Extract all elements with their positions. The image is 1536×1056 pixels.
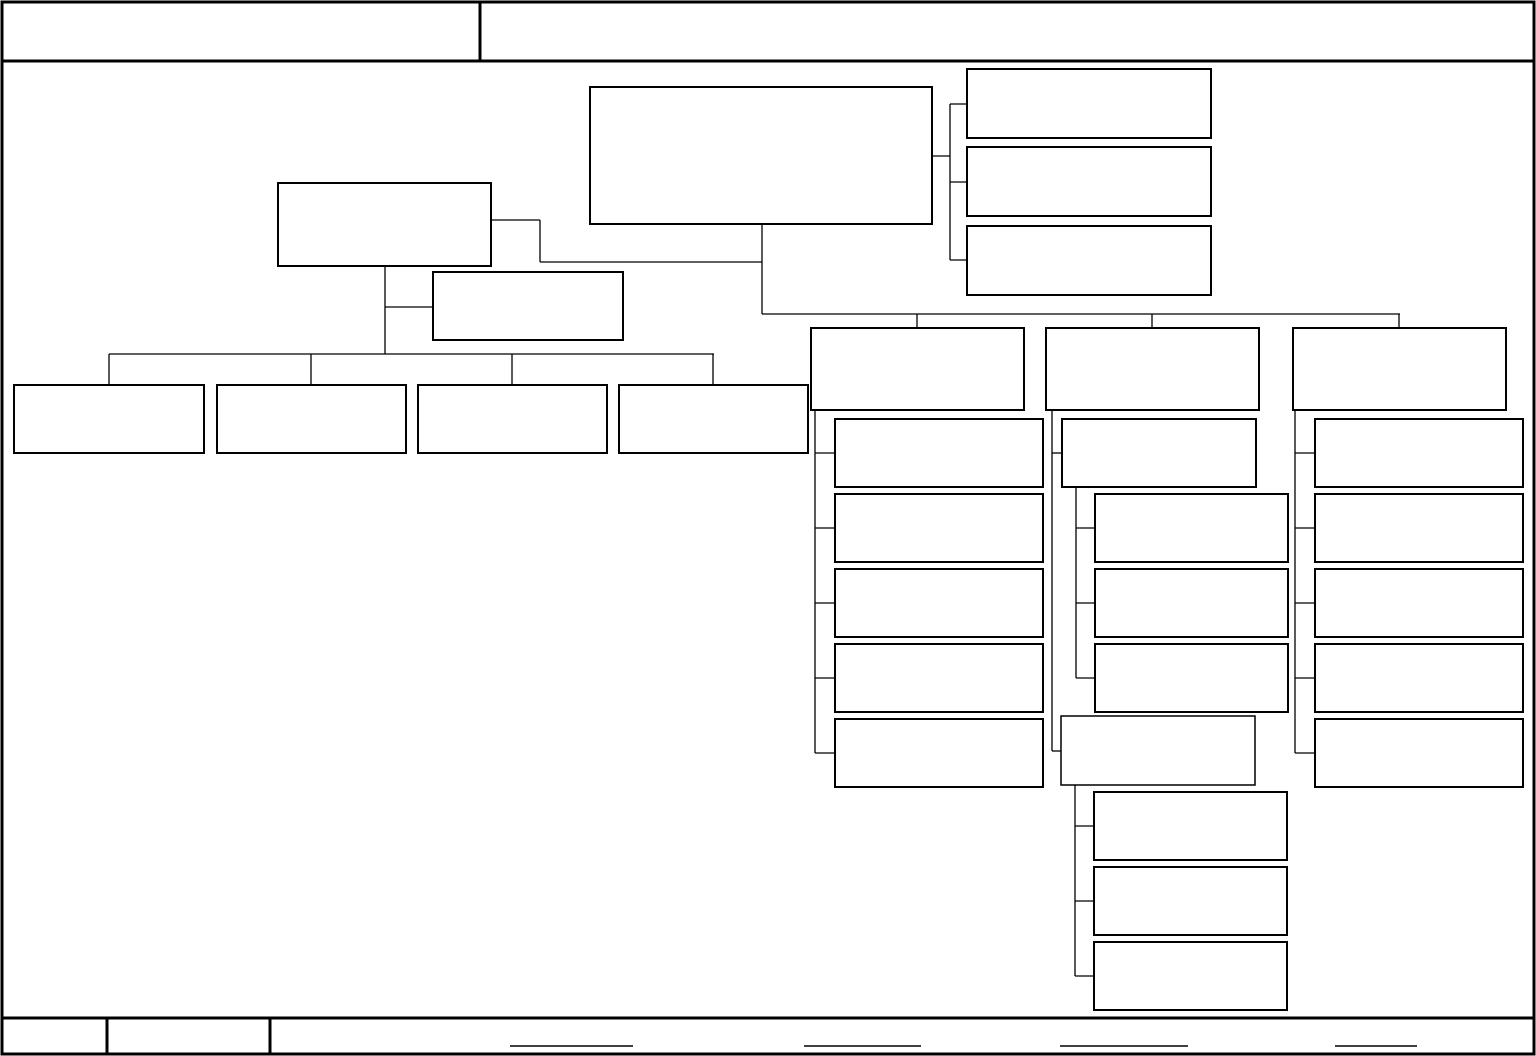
org-box-department: [1045, 327, 1260, 411]
org-box-subdepartment: [1060, 715, 1256, 786]
org-box-head: [589, 86, 933, 225]
org-box-section: [1314, 493, 1524, 563]
org-box-section: [834, 718, 1044, 788]
org-box-section: [1093, 791, 1288, 861]
org-box-section: [834, 568, 1044, 638]
org-box-section: [1094, 493, 1289, 563]
org-box-subdepartment: [1061, 418, 1257, 488]
org-box-unit: [618, 384, 809, 454]
org-box-section: [834, 418, 1044, 488]
org-box-staff: [966, 146, 1212, 217]
org-box-section: [1314, 418, 1524, 488]
org-box-section: [1094, 568, 1289, 638]
org-box-section: [1314, 568, 1524, 638]
org-box-staff: [966, 68, 1212, 139]
org-box-section: [1094, 643, 1289, 713]
org-box-section: [834, 493, 1044, 563]
org-box-department: [1292, 327, 1507, 411]
org-box-section: [834, 643, 1044, 713]
org-box-section: [1314, 643, 1524, 713]
org-box-unit: [417, 384, 608, 454]
org-box-department: [810, 327, 1025, 411]
org-box-unit: [216, 384, 407, 454]
org-box-section: [1093, 866, 1288, 936]
org-box-section: [1314, 718, 1524, 788]
org-box-section: [1093, 941, 1288, 1011]
org-box-branch: [277, 182, 492, 267]
org-box-staff: [966, 225, 1212, 296]
org-box-unit: [13, 384, 205, 454]
org-box-assistant: [432, 271, 624, 341]
